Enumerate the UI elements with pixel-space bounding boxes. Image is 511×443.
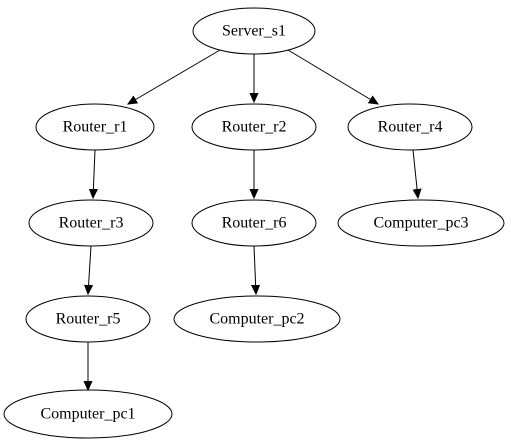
node-shape (25, 295, 151, 343)
node-router-r5: Router_r5 (25, 295, 151, 343)
node-router-r6: Router_r6 (191, 199, 317, 247)
node-label: Router_r2 (222, 119, 287, 136)
node-label: Computer_pc3 (373, 215, 468, 232)
edge-r1-r3 (93, 149, 95, 198)
node-shape (28, 199, 154, 247)
node-router-r4: Router_r4 (347, 103, 473, 151)
node-label: Router_r4 (378, 119, 443, 136)
node-router-r2: Router_r2 (191, 103, 317, 151)
nodes-layer: Server_s1 Router_r1 Router_r2 Router_r4 … (3, 7, 505, 439)
node-label: Server_s1 (222, 23, 286, 40)
node-computer-pc3: Computer_pc3 (337, 199, 505, 247)
node-shape (347, 103, 473, 151)
node-label: Computer_pc2 (209, 311, 304, 328)
node-shape (191, 103, 317, 151)
edge-s1-r4 (287, 49, 378, 104)
edge-r3-r5 (88, 245, 91, 294)
node-router-r3: Router_r3 (28, 199, 154, 247)
node-shape (35, 103, 155, 151)
node-label: Router_r3 (59, 215, 124, 232)
node-shape (191, 199, 317, 247)
node-computer-pc1: Computer_pc1 (3, 389, 173, 439)
node-label: Router_r5 (56, 311, 121, 328)
edges-layer (88, 49, 418, 390)
edge-r4-pc3 (413, 149, 418, 198)
node-label: Router_r1 (63, 119, 128, 136)
node-shape (337, 199, 505, 247)
node-server-s1: Server_s1 (192, 7, 316, 55)
node-label: Computer_pc1 (40, 406, 135, 423)
node-shape (3, 389, 173, 439)
edge-r6-pc2 (254, 245, 256, 294)
node-label: Router_r6 (222, 215, 287, 232)
node-router-r1: Router_r1 (35, 103, 155, 151)
node-shape (173, 295, 341, 343)
node-shape (192, 7, 316, 55)
edge-s1-r1 (128, 49, 221, 104)
node-computer-pc2: Computer_pc2 (173, 295, 341, 343)
